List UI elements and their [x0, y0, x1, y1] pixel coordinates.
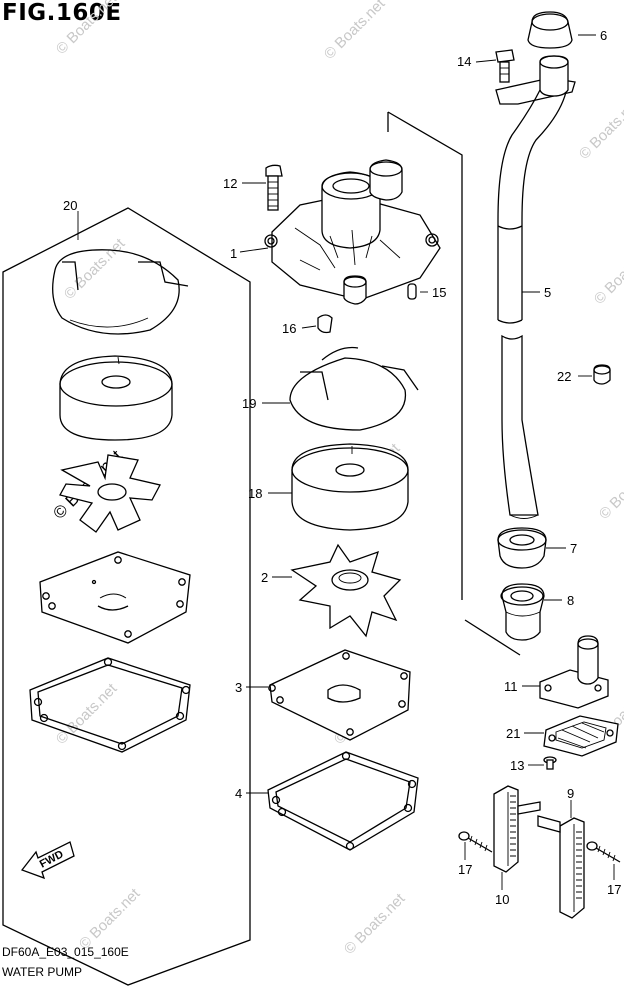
- key-part-16: [317, 314, 333, 334]
- dowel-pin-part-15: [407, 283, 417, 300]
- callout-17-right: 17: [607, 882, 621, 897]
- watermark-text: © Boats.net: [61, 235, 129, 303]
- callout-19: 19: [242, 396, 256, 411]
- watermark-text: © Boats.net: [576, 95, 624, 163]
- outlet-part-11: [539, 635, 609, 709]
- kit-20-boundary: [2, 207, 251, 986]
- watermark-text: © Boats.net: [591, 240, 624, 308]
- leader-lines: [77, 34, 615, 890]
- watermark-text: © Boats.net: [321, 0, 389, 63]
- callout-15: 15: [432, 285, 446, 300]
- callout-20: 20: [63, 198, 77, 213]
- callout-10: 10: [495, 892, 509, 907]
- screw-part-17-left: [458, 831, 493, 853]
- fwd-arrow-icon: FWD: [20, 841, 75, 880]
- gasket-part-4: [267, 751, 419, 851]
- figure-title: FIG.160E: [2, 0, 122, 26]
- callout-14: 14: [457, 54, 471, 69]
- callouts: 20 1 12 14 6 15 16 19 18 2 3 4 5 22 7 8 …: [63, 28, 621, 907]
- callout-22: 22: [557, 369, 571, 384]
- callout-3: 3: [235, 680, 242, 695]
- water-tube-part-5: [495, 55, 576, 519]
- rubber-part-10: [493, 785, 541, 873]
- pump-case-part-1: [264, 111, 463, 600]
- rubber-part-9: [537, 815, 585, 919]
- bolt-part-12: [265, 164, 283, 211]
- kit-wire-ring: [52, 249, 189, 335]
- callout-12: 12: [223, 176, 237, 191]
- callout-8: 8: [567, 593, 574, 608]
- callout-2: 2: [261, 570, 268, 585]
- callout-18: 18: [248, 486, 262, 501]
- callout-5: 5: [544, 285, 551, 300]
- cap-part-22: [593, 364, 611, 385]
- figure-name: WATER PUMP: [2, 965, 82, 979]
- kit-ring: [59, 355, 173, 441]
- kit-impeller: [59, 454, 161, 533]
- callout-9: 9: [567, 786, 574, 801]
- callout-21: 21: [506, 726, 520, 741]
- watermark-text: © Boats.net: [53, 680, 121, 748]
- callout-6: 6: [600, 28, 607, 43]
- figure-code: DF60A_E03_015_160E: [2, 945, 129, 959]
- callout-13: 13: [510, 758, 524, 773]
- watermark-text: © Boats.net: [53, 0, 121, 58]
- callout-16: 16: [282, 321, 296, 336]
- screen-part-21: [543, 715, 619, 757]
- wire-ring-part-19: [289, 346, 419, 431]
- ring-part-18: [291, 443, 409, 531]
- screw-part-13: [543, 756, 557, 770]
- callout-17-left: 17: [458, 862, 472, 877]
- grommet-part-7: [497, 527, 547, 569]
- watermark-text: © Boats.net: [76, 885, 144, 953]
- callout-4: 4: [235, 786, 242, 801]
- bolt-part-14: [495, 49, 515, 83]
- kit-plate: [39, 551, 191, 644]
- plate-part-3: [268, 649, 411, 741]
- watermark-text: © Boats.net: [341, 890, 409, 958]
- callout-1: 1: [230, 246, 237, 261]
- grommet-part-6: [527, 11, 573, 49]
- impeller-part-2: [290, 543, 402, 638]
- watermark-text: © Boats.net: [596, 455, 624, 523]
- tube-group-bracket: [464, 619, 521, 656]
- kit-gasket: [29, 657, 191, 753]
- callout-7: 7: [570, 541, 577, 556]
- seal-part-8: [500, 583, 545, 641]
- callout-11: 11: [504, 679, 518, 694]
- screw-part-17-right: [586, 841, 621, 863]
